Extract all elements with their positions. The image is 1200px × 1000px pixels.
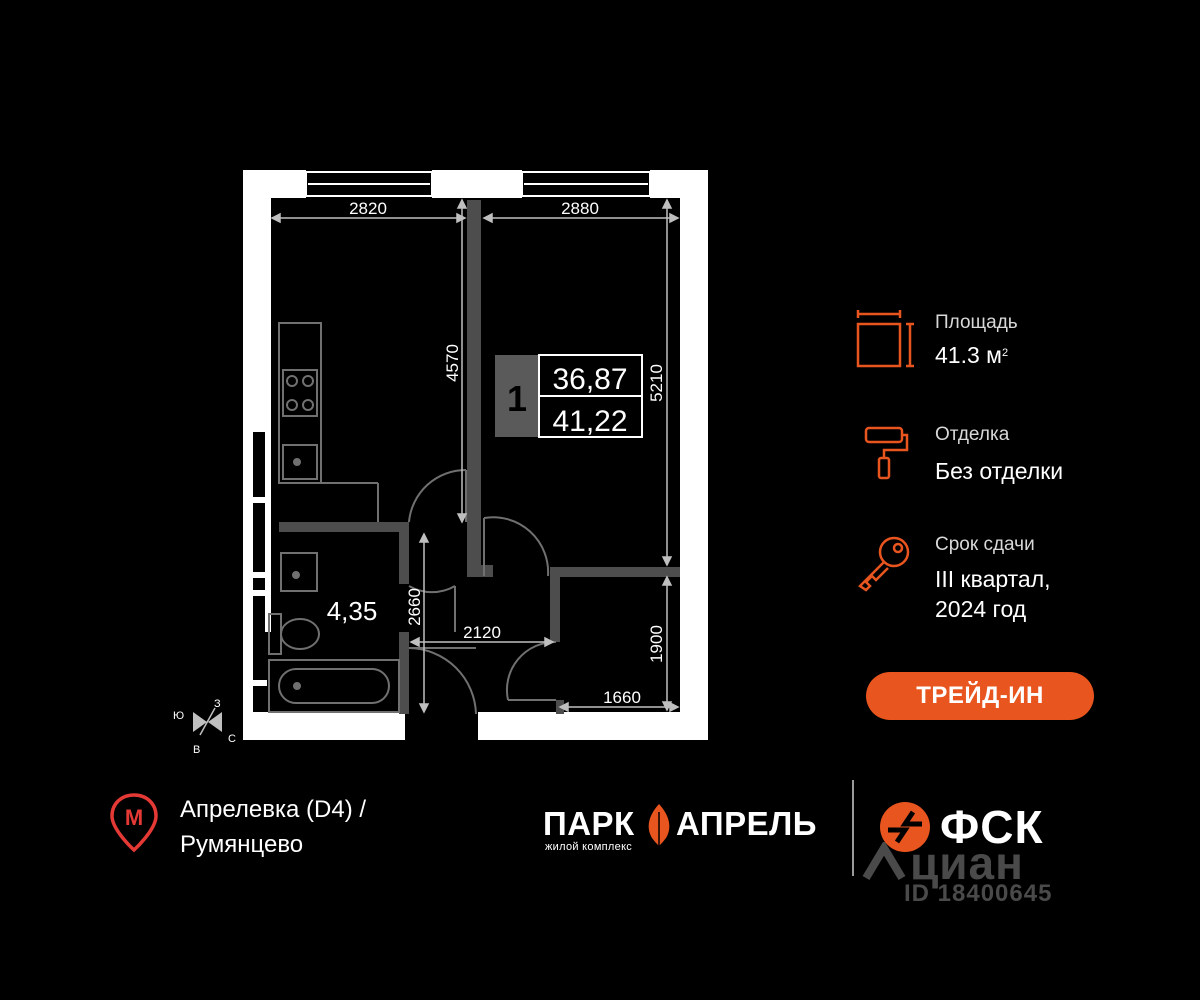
finish-value: Без отделки xyxy=(935,458,1064,484)
brand-april-word: АПРЕЛЬ xyxy=(676,805,818,842)
trade-in-button[interactable]: ТРЕЙД-ИН xyxy=(866,672,1094,720)
kitchen xyxy=(278,322,379,522)
total-area: 41,22 xyxy=(552,405,627,438)
doors xyxy=(408,468,557,715)
area-value-text: 41.3 м xyxy=(935,342,1002,368)
area-value: 41.3 м2 xyxy=(935,340,1008,370)
compass-south: Ю xyxy=(173,710,184,722)
compass-icon: З Ю С В xyxy=(173,698,236,756)
windows xyxy=(305,171,651,197)
metro-station-line1: Апрелевка (D4) / xyxy=(180,796,367,823)
paint-roller-icon xyxy=(864,426,909,480)
leaf-icon xyxy=(648,804,670,848)
dim-1660: 1660 xyxy=(603,688,641,707)
brand-subtitle: жилой комплекс xyxy=(545,841,633,853)
metro-pin-icon: М xyxy=(110,793,158,853)
fsk-logo-text: ФСК xyxy=(940,801,1044,853)
finish-label: Отделка xyxy=(935,424,1010,445)
room-number-badge xyxy=(495,355,539,437)
living-area: 36,87 xyxy=(552,363,627,396)
dim-5210: 5210 xyxy=(647,364,666,402)
area-icon xyxy=(856,310,914,368)
dim-4570: 4570 xyxy=(443,344,462,382)
watermark-id: ID 18400645 xyxy=(904,880,1053,907)
dim-2820: 2820 xyxy=(349,199,387,218)
area-label: Площадь xyxy=(935,312,1018,333)
delivery-line1: III квартал, xyxy=(935,566,1051,592)
metro-station-line2: Румянцево xyxy=(180,831,304,858)
delivery-label: Срок сдачи xyxy=(935,534,1035,555)
outer-walls xyxy=(243,170,708,740)
compass-east: В xyxy=(193,744,200,756)
key-icon xyxy=(858,536,910,592)
wall-notches xyxy=(253,497,267,686)
metro-letter: М xyxy=(125,805,143,830)
watermark-house-icon xyxy=(862,842,906,881)
dimension-lines xyxy=(270,198,680,714)
dim-2880: 2880 xyxy=(561,199,599,218)
room-number: 1 xyxy=(507,378,527,419)
area-unit-sup: 2 xyxy=(1001,347,1009,359)
compass-west: З xyxy=(214,698,221,710)
dim-2660: 2660 xyxy=(405,588,424,626)
compass-north: С xyxy=(228,733,236,745)
dim-1900: 1900 xyxy=(647,625,666,663)
brand-divider xyxy=(852,780,854,876)
watermark-text: циан xyxy=(910,837,1024,889)
bathroom-area: 4,35 xyxy=(327,596,378,626)
brand-park-word: ПАРК xyxy=(543,805,635,842)
fsk-logo-icon xyxy=(880,802,930,852)
dim-2120: 2120 xyxy=(463,623,501,642)
delivery-line2: 2024 год xyxy=(935,596,1027,622)
bathroom-fixtures xyxy=(268,552,400,713)
